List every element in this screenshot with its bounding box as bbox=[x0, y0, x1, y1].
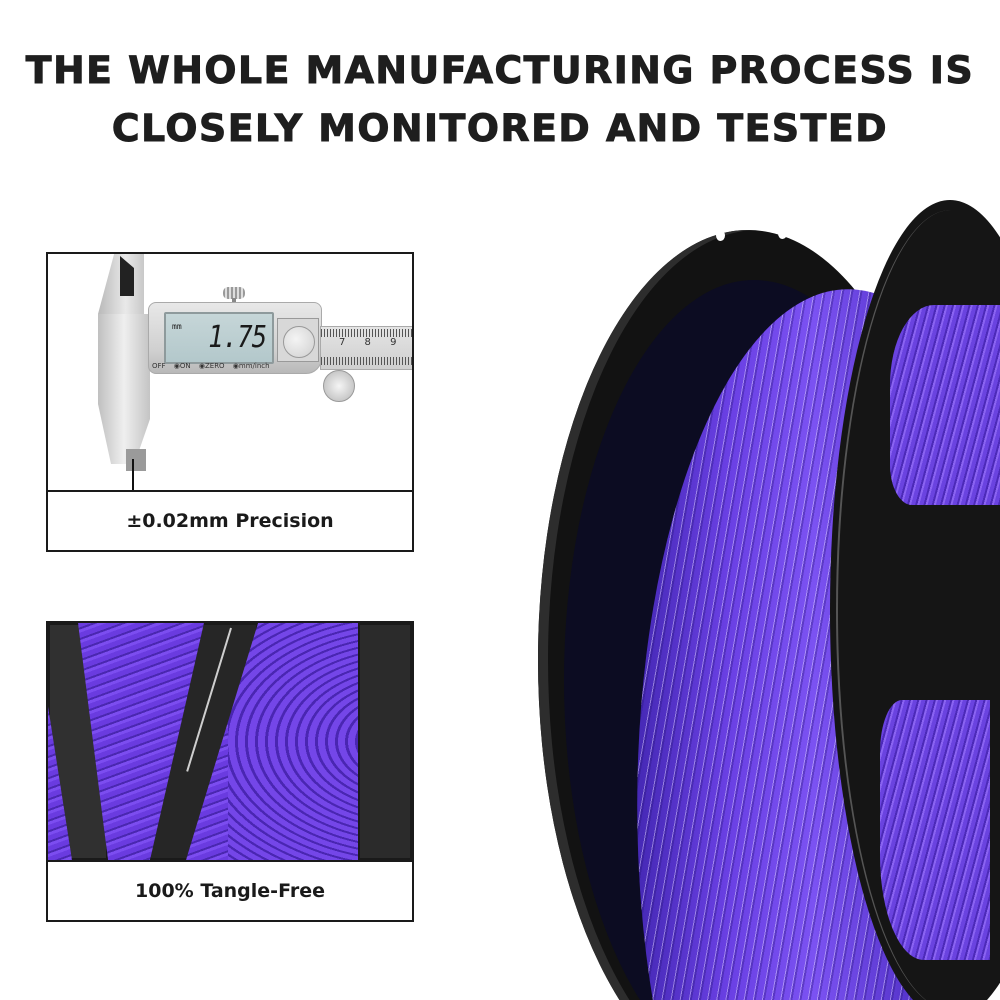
feature-card-tangle-free: 100% Tangle-Free bbox=[46, 621, 414, 922]
feature-caption: ±0.02mm Precision bbox=[126, 510, 334, 532]
caliper-button-labels: OFF ◉ON ◉ZERO ◉mm/inch bbox=[152, 362, 270, 370]
scale-ticks-top bbox=[321, 329, 412, 337]
caliper-knob-stem bbox=[232, 298, 236, 304]
caliper-thumb-wheel bbox=[223, 287, 245, 299]
caliper-jaw-tip bbox=[126, 449, 146, 471]
scale-ticks-bottom bbox=[321, 357, 412, 365]
headline-line-2: CLOSELY MONITORED AND TESTED bbox=[111, 107, 889, 151]
filament-spool-image bbox=[530, 200, 1000, 1000]
scale-numbers: 7 8 9 bbox=[339, 337, 397, 348]
spool-spoke bbox=[358, 623, 412, 860]
spool-mount-hole bbox=[778, 228, 787, 239]
filament-strand bbox=[132, 459, 134, 490]
headline-line-1: THE WHOLE MANUFACTURING PROCESS IS bbox=[25, 49, 975, 93]
lcd-unit: mm bbox=[172, 322, 182, 331]
headline: THE WHOLE MANUFACTURING PROCESS IS CLOSE… bbox=[0, 42, 1000, 158]
caliper-round-button bbox=[283, 326, 315, 358]
feature-caption: 100% Tangle-Free bbox=[135, 880, 325, 902]
caliper-lcd-display: mm 1.75 bbox=[164, 312, 274, 364]
tangle-free-closeup-image bbox=[48, 623, 412, 862]
caliper-lower-jaw bbox=[98, 314, 150, 464]
lcd-reading: 1.75 bbox=[207, 320, 267, 355]
caliper-image: mm 1.75 OFF ◉ON ◉ZERO ◉mm/inch 7 8 9 bbox=[48, 254, 412, 492]
caliper-jaw-shadow bbox=[120, 256, 134, 296]
spool-rim-highlight bbox=[836, 210, 1000, 1000]
spool-mount-hole bbox=[716, 230, 725, 241]
caliper-scale: 7 8 9 bbox=[320, 326, 412, 370]
caliper-lock-wheel bbox=[323, 370, 355, 402]
feature-card-precision: mm 1.75 OFF ◉ON ◉ZERO ◉mm/inch 7 8 9 ±0.… bbox=[46, 252, 414, 552]
